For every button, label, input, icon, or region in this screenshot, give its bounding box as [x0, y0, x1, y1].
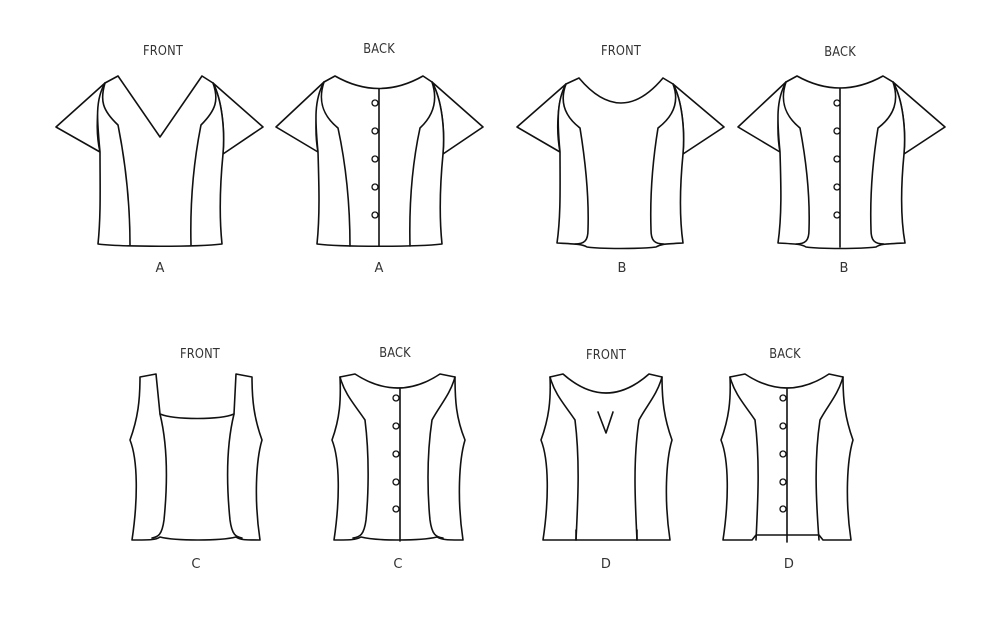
- button-icon: [833, 183, 841, 191]
- button-icon: [371, 127, 379, 135]
- princess-seam-left: [101, 82, 131, 246]
- button-row: [392, 394, 400, 513]
- button-icon: [392, 505, 400, 513]
- princess-seam-right: [190, 82, 217, 246]
- button-row: [779, 394, 787, 513]
- button-icon: [833, 211, 841, 219]
- button-icon: [833, 127, 841, 135]
- view-label: BACK: [379, 345, 411, 360]
- view-a-back: BACK A: [275, 41, 484, 276]
- princess-seam-right: [427, 376, 456, 539]
- button-icon: [833, 99, 841, 107]
- view-code: B: [839, 261, 848, 276]
- neck-slit: [597, 411, 614, 434]
- view-code: D: [784, 557, 794, 572]
- view-label: FRONT: [180, 346, 220, 361]
- button-icon: [779, 422, 787, 430]
- button-row: [371, 99, 379, 219]
- view-label: FRONT: [586, 347, 626, 362]
- princess-seam-right: [634, 376, 663, 541]
- view-a-front: FRONT A: [55, 43, 264, 276]
- button-icon: [371, 211, 379, 219]
- view-code: C: [393, 557, 402, 572]
- princess-seam-right: [869, 81, 897, 245]
- view-label: BACK: [363, 41, 395, 56]
- button-icon: [779, 478, 787, 486]
- button-icon: [392, 394, 400, 402]
- princess-seam-right: [815, 376, 844, 541]
- button-icon: [392, 422, 400, 430]
- button-icon: [371, 155, 379, 163]
- princess-seam-right: [649, 83, 677, 245]
- button-row: [833, 99, 841, 219]
- view-code: D: [601, 557, 611, 572]
- view-b-front: FRONT B: [516, 43, 725, 276]
- view-code: A: [155, 261, 164, 276]
- bodice: [96, 75, 225, 248]
- princess-seam-left: [562, 83, 589, 245]
- bodice: [777, 75, 906, 250]
- view-d-back: BACK D: [720, 346, 854, 572]
- view-label: FRONT: [143, 43, 183, 58]
- button-icon: [371, 99, 379, 107]
- view-label: BACK: [824, 44, 856, 59]
- view-label: BACK: [769, 346, 801, 361]
- view-label: FRONT: [601, 43, 641, 58]
- princess-seam-left: [549, 376, 579, 541]
- button-icon: [779, 394, 787, 402]
- view-code: C: [191, 557, 200, 572]
- button-icon: [392, 450, 400, 458]
- bodice: [129, 373, 263, 541]
- princess-seam-right: [226, 413, 243, 539]
- button-icon: [779, 505, 787, 513]
- princess-seam-left: [729, 376, 759, 541]
- button-icon: [779, 450, 787, 458]
- view-d-front: FRONT D: [540, 347, 673, 572]
- princess-seam-left: [782, 81, 810, 245]
- princess-seam-left: [339, 376, 369, 539]
- view-c-front: FRONT C: [129, 346, 263, 572]
- view-code: A: [374, 261, 383, 276]
- button-icon: [371, 183, 379, 191]
- view-code: B: [617, 261, 626, 276]
- button-icon: [833, 155, 841, 163]
- view-c-back: BACK C: [331, 345, 466, 572]
- princess-seam-left: [320, 81, 351, 247]
- princess-seam-right: [409, 81, 436, 247]
- princess-seam-left: [151, 413, 168, 539]
- button-icon: [392, 478, 400, 486]
- view-b-back: BACK B: [737, 44, 946, 276]
- bodice: [556, 77, 685, 250]
- bodice: [540, 373, 673, 541]
